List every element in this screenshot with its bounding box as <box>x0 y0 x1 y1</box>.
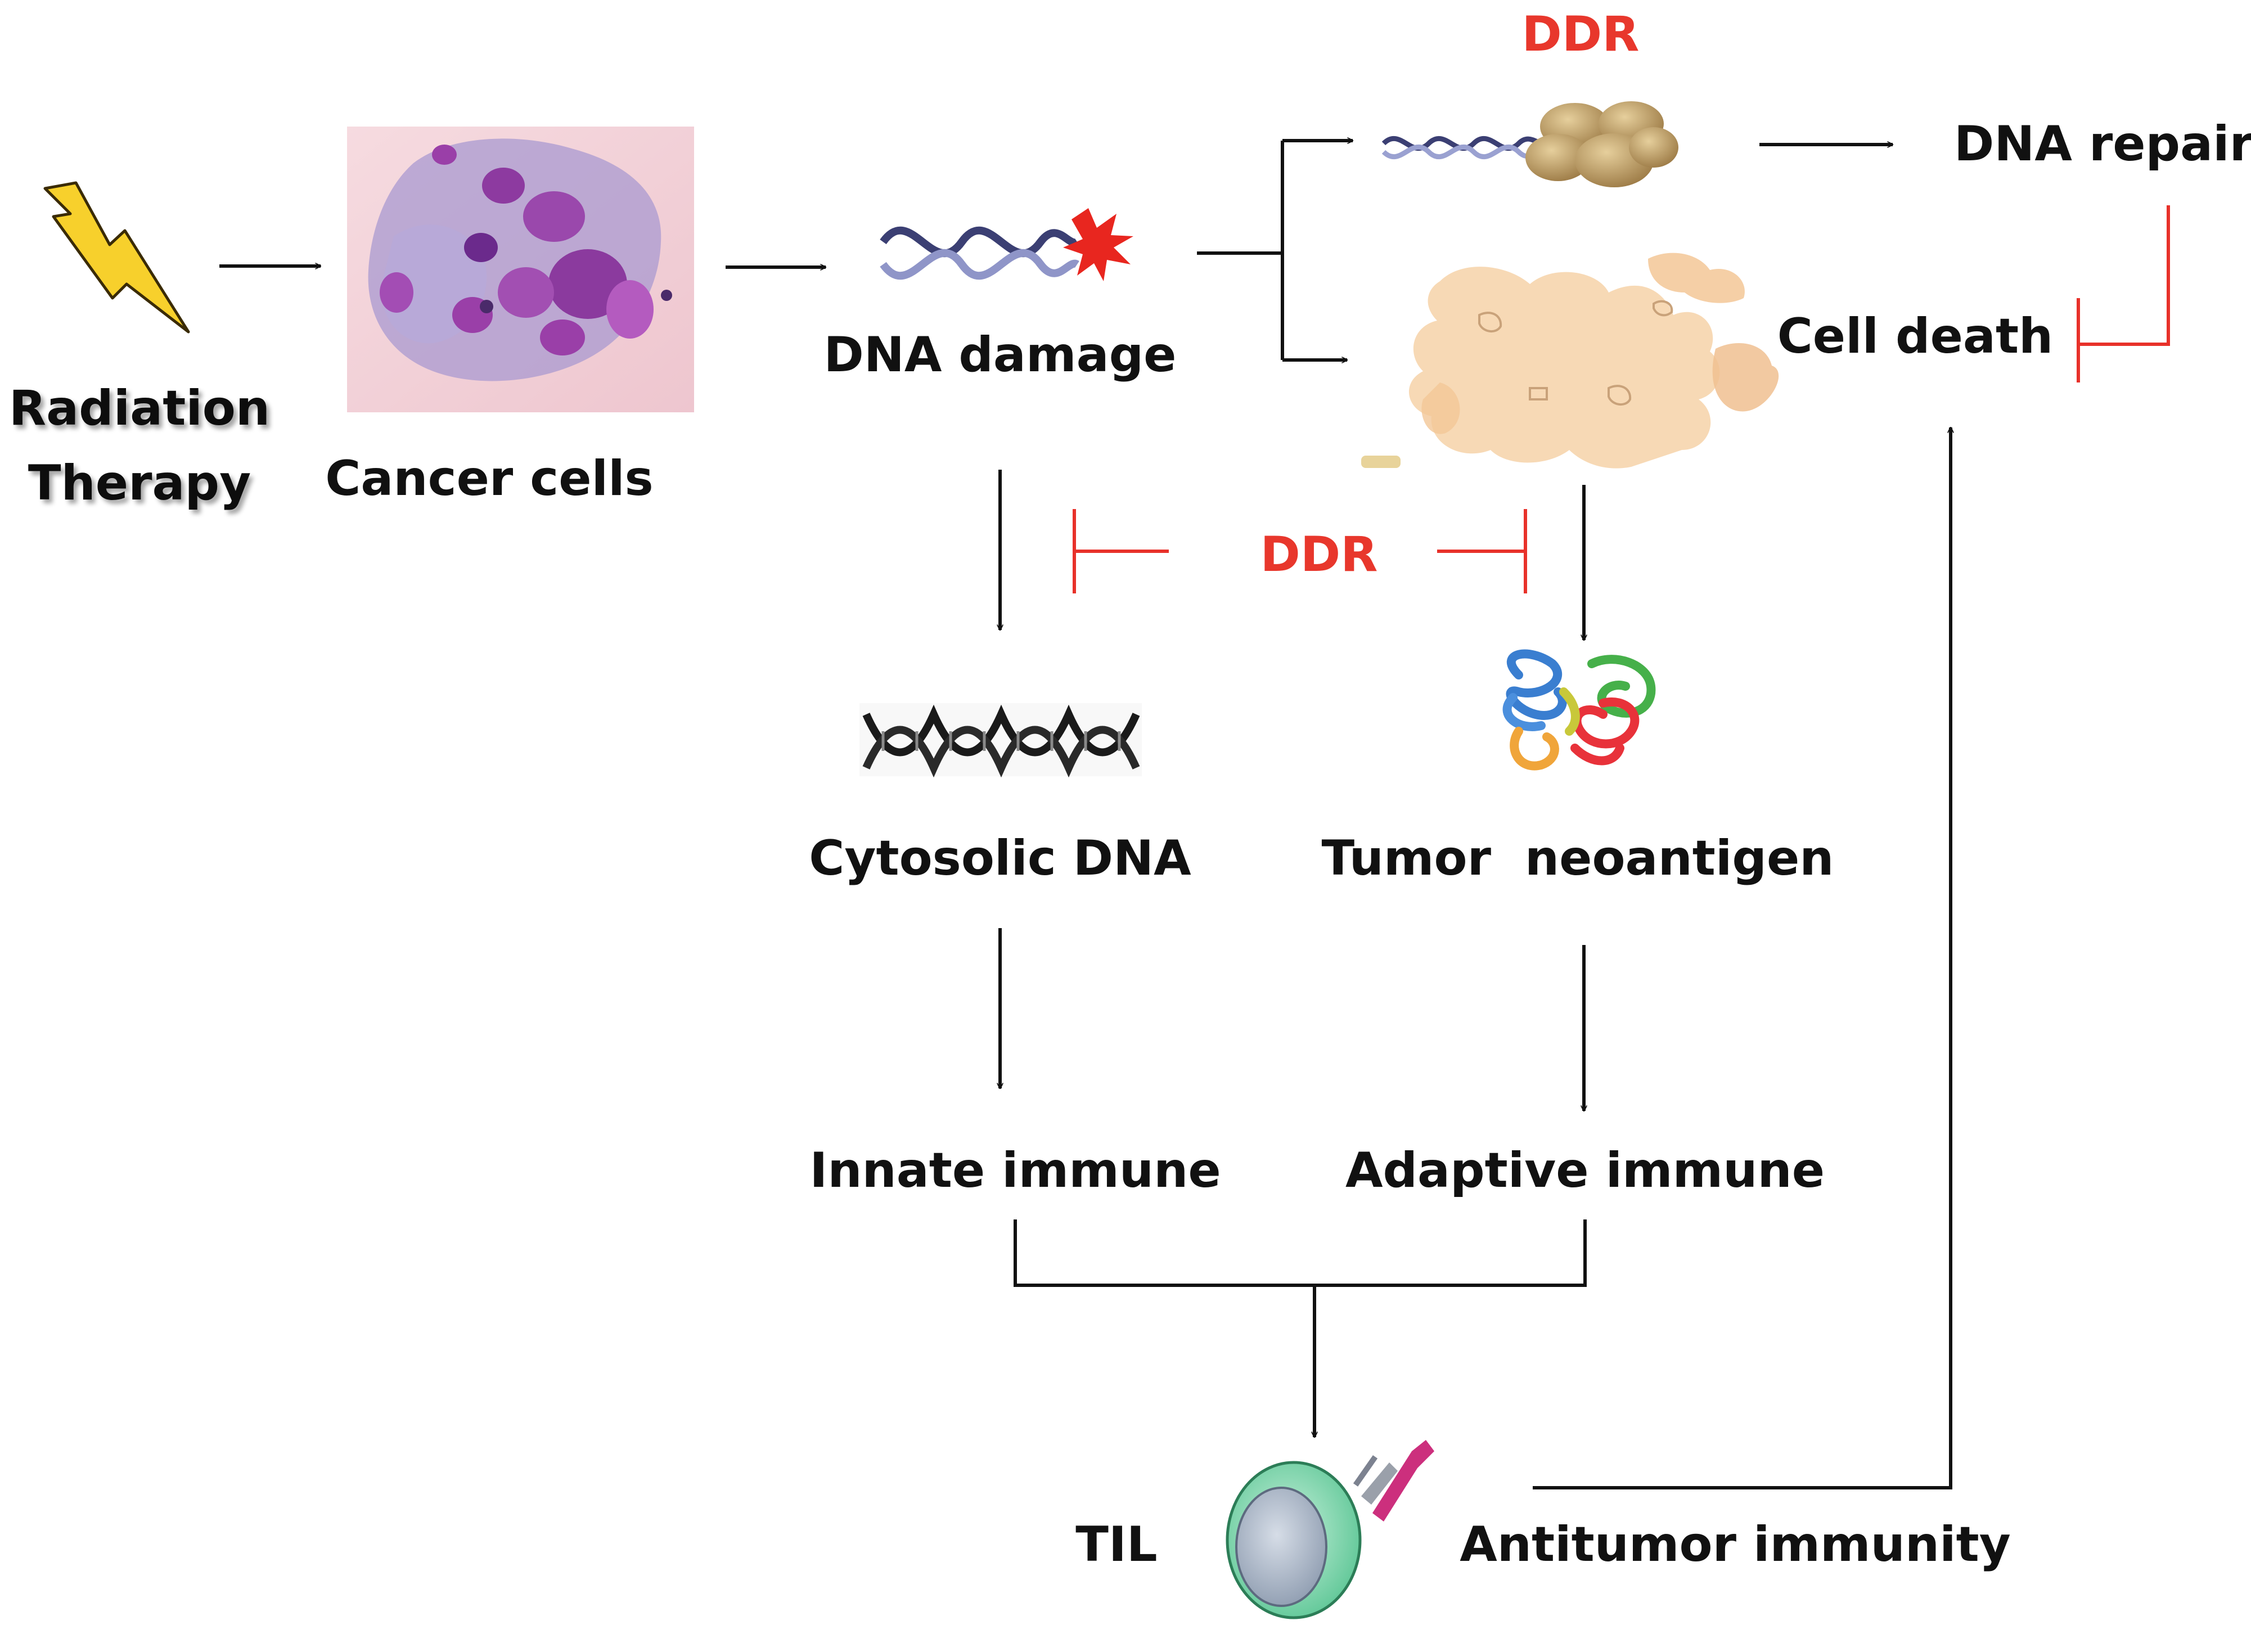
arrow-antitumor-to-death <box>1533 427 1951 1489</box>
flow-arrows <box>219 141 1951 1489</box>
adaptive-immune-label: Adaptive immune <box>1345 1142 1825 1199</box>
radiation-label-line1: Radiation <box>9 380 270 436</box>
inhibit-ddr-left <box>1073 509 1169 593</box>
radiation-label-line2: Therapy <box>28 455 251 511</box>
dna-repair-label: DNA repair <box>1954 116 2251 172</box>
cancer-cells-label: Cancer cells <box>325 451 653 507</box>
ddr-top-label: DDR <box>1522 6 1640 62</box>
ddr-middle-label: DDR <box>1260 526 1378 583</box>
folded-protein-icon <box>1502 649 1656 771</box>
cell-death-label: Cell death <box>1777 308 2054 364</box>
tumor-neoantigen-label: Tumor neoantigen <box>1321 830 1834 886</box>
inhibit-repair-death <box>2077 205 2170 382</box>
t-cell-receptor-icon <box>1226 1440 1434 1619</box>
branch-line-damage <box>1197 141 1284 360</box>
damaged-dna-helix-icon <box>880 208 1133 281</box>
lightning-bolt-icon <box>43 181 190 334</box>
fragmented-cell-icon <box>1361 253 1779 469</box>
innate-immune-label: Innate immune <box>809 1142 1221 1199</box>
til-label: TIL <box>1075 1516 1157 1573</box>
dna-double-helix-icon <box>859 703 1142 778</box>
dna-damage-label: DNA damage <box>824 327 1177 383</box>
cytosolic-dna-label: Cytosolic DNA <box>809 830 1191 886</box>
inhibit-ddr-right <box>1437 509 1527 593</box>
merge-line-immune <box>1014 1219 1587 1287</box>
dna-repair-complex-icon <box>1381 101 1678 187</box>
cancer-cell-micrograph-icon <box>347 127 694 412</box>
antitumor-immunity-label: Antitumor immunity <box>1460 1516 2011 1573</box>
inhibition-lines <box>1073 205 2170 593</box>
